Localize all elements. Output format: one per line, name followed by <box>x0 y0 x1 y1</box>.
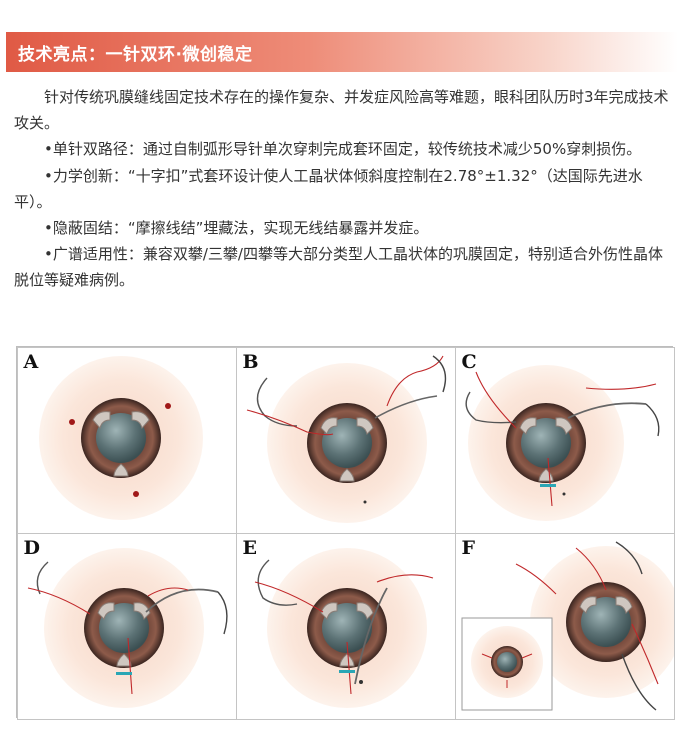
panel-label-e: E <box>242 536 257 559</box>
feature-hidden-knot: •隐蔽固结：“摩擦线结”埋藏法，实现无线结暴露并发症。 <box>44 219 429 238</box>
panel-label-a: A <box>23 350 39 373</box>
eye-illustration-e <box>254 547 433 708</box>
panel-a: A <box>16 346 237 534</box>
surgical-step-figure: A B <box>16 346 675 720</box>
panel-label-f: F <box>461 536 476 559</box>
article-body: 针对传统巩膜缝线固定技术存在的操作复杂、并发症风险高等难题，眼科团队历时3年完成… <box>14 84 674 294</box>
header-banner: 技术亮点：一针双环·微创稳定 <box>6 32 678 72</box>
panel-label-b: B <box>242 350 259 373</box>
feature-mechanics: •力学创新：“十字扣”式套环设计使人工晶状体倾斜度控制在2.78°±1.32°（… <box>14 166 643 211</box>
panel-c: C <box>454 346 675 534</box>
eye-illustration-f <box>461 540 674 711</box>
feature-applicability: •广谱适用性：兼容双攀/三攀/四攀等大部分类型人工晶状体的巩膜固定，特别适合外伤… <box>14 245 663 290</box>
header-title: 技术亮点：一针双环·微创稳定 <box>18 45 253 65</box>
eye-illustration-c <box>464 364 659 521</box>
panel-f: F <box>454 532 675 720</box>
panel-d: D <box>16 532 237 720</box>
intro-paragraph: 针对传统巩膜缝线固定技术存在的操作复杂、并发症风险高等难题，眼科团队历时3年完成… <box>14 88 669 133</box>
eye-illustration-d <box>27 547 228 708</box>
eye-illustration-a <box>38 355 203 520</box>
panel-label-d: D <box>23 536 40 559</box>
panel-label-c: C <box>461 350 477 373</box>
eye-illustration-b <box>246 354 446 523</box>
panel-b: B <box>235 346 456 534</box>
panel-e: E <box>235 532 456 720</box>
feature-single-needle: •单针双路径：通过自制弧形导针单次穿刺完成套环固定，较传统技术减少50%穿刺损伤… <box>44 140 642 159</box>
